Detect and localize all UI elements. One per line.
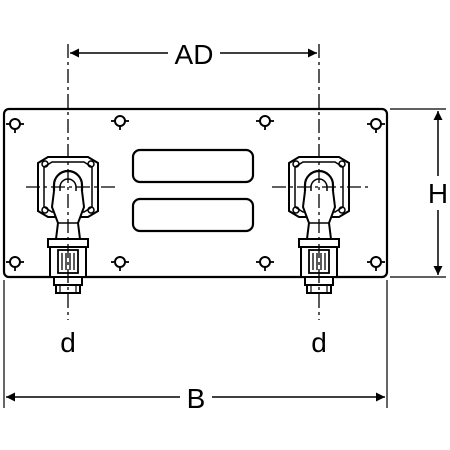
slot-lower [131, 197, 255, 233]
ad-label-bg [168, 38, 220, 70]
extension-lines [3, 108, 446, 408]
dimension-h-label: H [428, 178, 448, 209]
dimension-d-left-label: d [60, 327, 76, 358]
dimension-d-right-label: d [311, 327, 327, 358]
dimension-ad-label: AD [175, 39, 214, 70]
center-lines [26, 44, 368, 320]
base-plate [2, 107, 389, 279]
b-label-bg [180, 380, 212, 414]
slot-upper [131, 148, 255, 184]
h-label-bg [425, 176, 450, 210]
dimension-b-label: B [187, 383, 206, 414]
